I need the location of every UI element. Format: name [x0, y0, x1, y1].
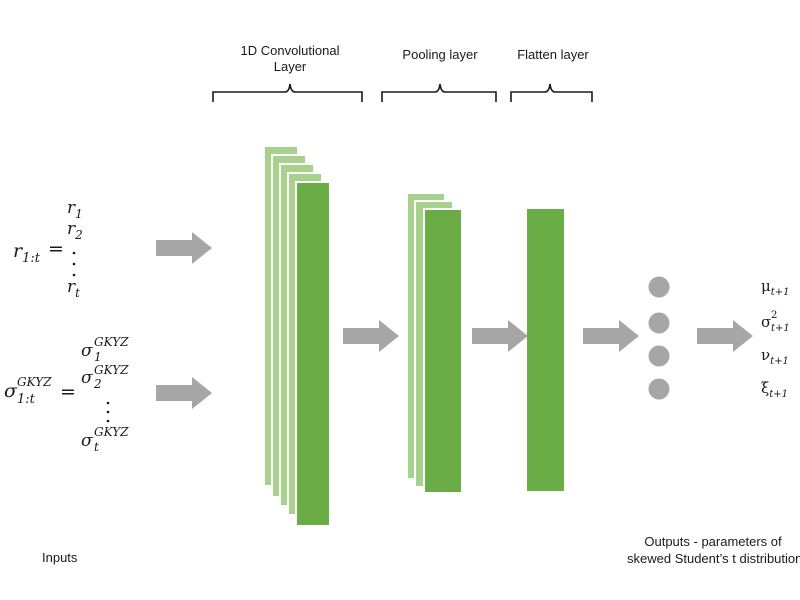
- output-node: [648, 345, 670, 367]
- svg-text:GKYZ: GKYZ: [94, 335, 129, 349]
- flatten-layer-bracket: [510, 83, 593, 102]
- svg-text:=: =: [60, 381, 76, 403]
- output-param-sigma2: σ: [761, 313, 771, 331]
- flatten-to-output-arrow: [583, 320, 639, 352]
- outputs-label-line2: skewed Student’s t distribution: [627, 551, 800, 566]
- svg-text:t: t: [94, 440, 99, 454]
- conv-to-pooling-arrow: [343, 320, 399, 352]
- volatility-input-equation: σ GKYZ 1:t = σ GKYZ 1 σ GKYZ 2 σ GKYZ t: [4, 335, 129, 454]
- output-param-mu: μt+1: [761, 277, 790, 298]
- outputs-label-line1: Outputs - parameters of: [644, 534, 782, 549]
- output-nodes: [648, 276, 670, 400]
- svg-text:σ: σ: [81, 341, 93, 361]
- returns-input-equation: r1:t = r1 r2 rt: [13, 198, 83, 300]
- output-parameters: μt+1 σ 2 t+1 νt+1 ξt+1: [761, 277, 790, 400]
- svg-text:σ: σ: [81, 431, 93, 451]
- svg-text:GKYZ: GKYZ: [94, 425, 129, 439]
- inputs-label: Inputs: [42, 550, 78, 565]
- svg-text:t+1: t+1: [771, 323, 790, 334]
- pooling-to-flatten-arrow: [472, 320, 528, 352]
- conv-layer-label-line1: 1D Convolutional: [240, 43, 339, 58]
- volatility-input-arrow: [156, 377, 212, 409]
- flatten-layer-vector: [527, 209, 564, 491]
- svg-text:r2: r2: [67, 219, 83, 242]
- svg-text:GKYZ: GKYZ: [17, 375, 52, 389]
- output-param-xi: ξt+1: [761, 379, 788, 400]
- svg-text:1: 1: [94, 350, 102, 364]
- svg-text:1:t: 1:t: [17, 392, 36, 407]
- svg-text:r1: r1: [67, 198, 83, 221]
- pooling-layer-label: Pooling layer: [402, 47, 478, 62]
- pooling-layer-bracket: [381, 83, 497, 102]
- conv-layer-label-line2: Layer: [274, 59, 307, 74]
- output-arrow: [697, 320, 753, 352]
- svg-text:rt: rt: [67, 277, 80, 300]
- svg-text:=: =: [48, 238, 64, 260]
- svg-text:2: 2: [771, 310, 777, 321]
- output-param-nu: νt+1: [761, 346, 789, 367]
- conv-layer-feature-maps: [263, 145, 331, 527]
- conv-layer-bracket: [212, 83, 363, 102]
- svg-text:σ: σ: [81, 368, 93, 388]
- pooling-layer-feature-maps: [406, 192, 463, 494]
- svg-text:r1:t: r1:t: [13, 240, 41, 266]
- svg-text:2: 2: [93, 377, 102, 391]
- svg-text:GKYZ: GKYZ: [94, 363, 129, 377]
- output-node: [648, 378, 670, 400]
- flatten-layer-label: Flatten layer: [517, 47, 589, 62]
- returns-input-arrow: [156, 232, 212, 264]
- output-node: [648, 276, 670, 298]
- output-node: [648, 312, 670, 334]
- svg-text:σ: σ: [4, 380, 18, 402]
